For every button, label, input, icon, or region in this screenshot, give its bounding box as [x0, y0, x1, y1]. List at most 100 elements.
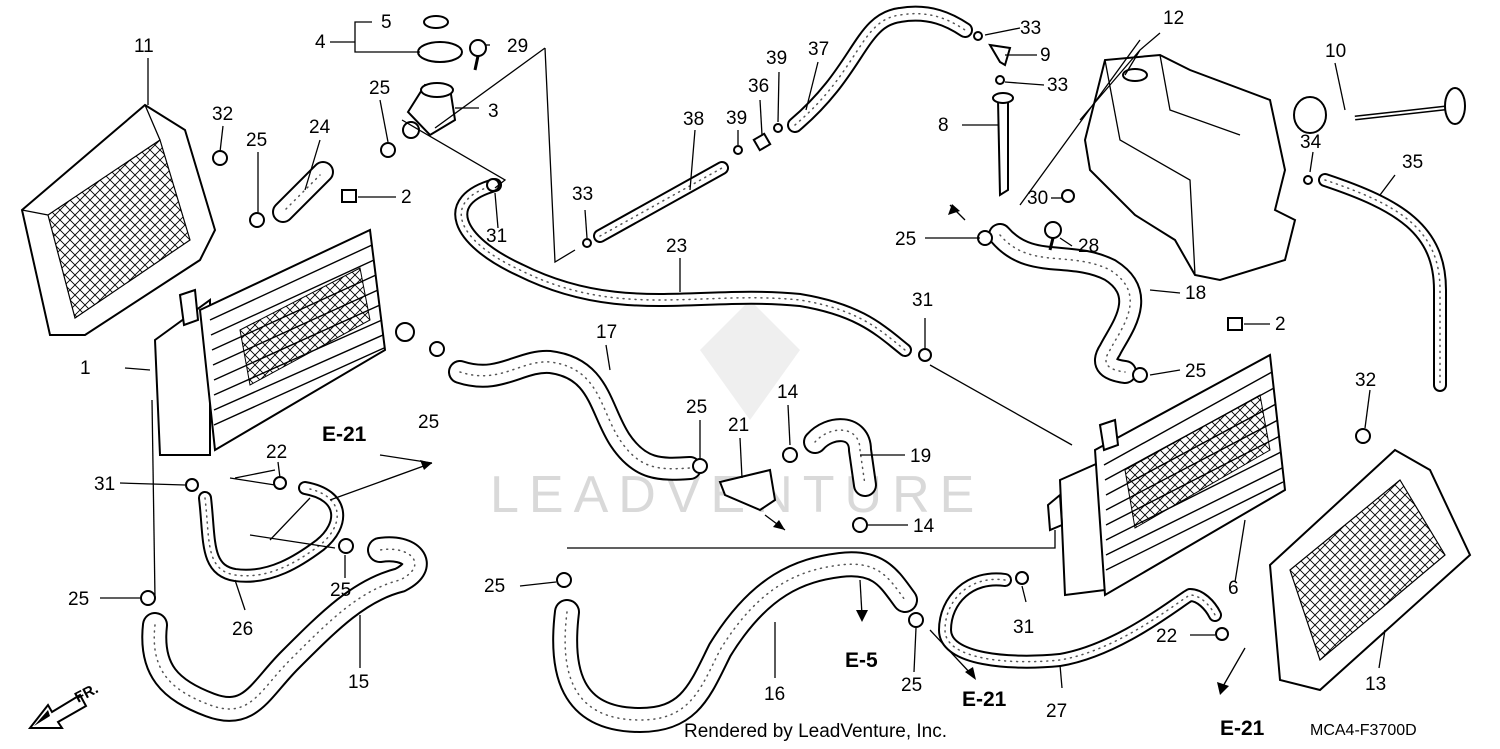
grommet-30[interactable] — [1061, 189, 1075, 203]
callout-25: 25 — [369, 78, 390, 99]
callout-38: 38 — [683, 109, 704, 130]
callout-5: 5 — [381, 12, 392, 33]
joint-21[interactable] — [718, 468, 777, 512]
callout-35: 35 — [1402, 152, 1423, 173]
reference-labels: E-21 E-5 E-21 E-21 — [322, 423, 1265, 740]
clamp-14[interactable] — [782, 447, 798, 463]
left-radiator-grille[interactable] — [20, 103, 217, 336]
hose-23[interactable] — [454, 178, 912, 357]
clamp-22[interactable] — [273, 476, 287, 490]
clamp-25[interactable] — [1132, 367, 1148, 383]
bolt-28[interactable] — [1044, 221, 1062, 251]
callout-21: 21 — [728, 415, 749, 436]
filler-neck[interactable] — [402, 82, 457, 139]
hose-35[interactable] — [1318, 173, 1447, 392]
hose-clamps — [140, 31, 1313, 641]
clamp-25[interactable] — [338, 538, 354, 554]
callout-25: 25 — [68, 589, 89, 610]
bolt-32-right[interactable] — [1355, 428, 1371, 444]
callout-3: 3 — [488, 101, 499, 122]
clamp-33[interactable] — [973, 31, 983, 41]
callout-39: 39 — [726, 108, 747, 129]
callout-22: 22 — [1156, 626, 1177, 647]
callout-29: 29 — [507, 36, 528, 57]
radiator-cap[interactable] — [417, 15, 463, 63]
right-radiator[interactable] — [1046, 353, 1287, 597]
clamp-33[interactable] — [995, 75, 1005, 85]
callout-25: 25 — [330, 580, 351, 601]
hoses — [141, 5, 1447, 733]
bolt-32-left[interactable] — [212, 150, 228, 166]
callout-9: 9 — [1040, 45, 1051, 66]
clamp-25[interactable] — [140, 590, 156, 606]
clamp-22[interactable] — [1215, 627, 1229, 641]
callout-36: 36 — [748, 76, 769, 97]
callout-24: 24 — [309, 117, 331, 138]
clamp-39[interactable] — [733, 145, 743, 155]
callout-6: 6 — [1228, 578, 1239, 599]
callout-34: 34 — [1300, 132, 1322, 153]
callout-25: 25 — [895, 229, 916, 250]
credit-text: Rendered by LeadVenture, Inc. — [684, 721, 947, 742]
clamp-25[interactable] — [692, 458, 708, 474]
clamp-33[interactable] — [582, 238, 592, 248]
callout-25: 25 — [484, 576, 505, 597]
callout-33: 33 — [1047, 75, 1068, 96]
callout-25: 25 — [901, 675, 922, 696]
clamp-31[interactable] — [1015, 571, 1029, 585]
clamp-25[interactable] — [908, 612, 924, 628]
callout-27: 27 — [1046, 701, 1067, 722]
reservoir-tank[interactable] — [1083, 53, 1327, 282]
callout-17: 17 — [596, 322, 617, 343]
callout-22: 22 — [266, 442, 287, 463]
callout-31: 31 — [1013, 617, 1034, 638]
callout-14: 14 — [913, 516, 935, 537]
clamp-14[interactable] — [852, 517, 868, 533]
callout-28: 28 — [1078, 236, 1099, 257]
hose-15[interactable] — [141, 536, 428, 722]
callout-33: 33 — [572, 184, 593, 205]
callout-14: 14 — [777, 382, 799, 403]
hose-26[interactable] — [198, 481, 345, 583]
reference-e21: E-21 — [322, 423, 367, 446]
clamp-31[interactable] — [918, 348, 932, 362]
clamp-34[interactable] — [1303, 175, 1313, 185]
right-radiator-grille[interactable] — [1268, 448, 1472, 692]
hose-18[interactable] — [988, 223, 1143, 384]
callout-16: 16 — [764, 684, 785, 705]
callout-4: 4 — [315, 32, 326, 53]
callout-18: 18 — [1185, 283, 1206, 304]
diagram-code: MCA4-F3700D — [1310, 722, 1417, 739]
bolt-29[interactable] — [469, 39, 487, 71]
clamp-31[interactable] — [486, 178, 500, 192]
clip-2-left[interactable] — [341, 189, 357, 203]
clamp-31[interactable] — [185, 478, 199, 492]
hose-37[interactable] — [787, 5, 973, 133]
clamp-25[interactable] — [977, 230, 993, 246]
clip-2-right[interactable] — [1227, 317, 1243, 331]
hose-16[interactable] — [552, 551, 918, 733]
callout-37: 37 — [808, 39, 829, 60]
callout-33: 33 — [1020, 18, 1041, 39]
hose-24[interactable] — [272, 161, 334, 223]
joint-9[interactable] — [988, 43, 1012, 67]
callout-8: 8 — [938, 115, 949, 136]
front-direction-marker: FR. — [27, 680, 101, 729]
clamp-39[interactable] — [773, 123, 783, 133]
clamp-25[interactable] — [556, 572, 572, 588]
pipe-8[interactable] — [992, 92, 1014, 197]
reservoir-cap-dipstick[interactable] — [1354, 87, 1466, 125]
hose-38[interactable] — [593, 161, 729, 243]
joint-36[interactable] — [752, 132, 772, 152]
left-radiator[interactable] — [153, 228, 415, 456]
hose-17[interactable] — [448, 349, 702, 481]
callout-25: 25 — [686, 397, 707, 418]
clamp-25[interactable] — [429, 341, 445, 357]
callout-31: 31 — [912, 290, 933, 311]
hose-27[interactable] — [938, 572, 1222, 669]
clamp-25[interactable] — [380, 142, 396, 158]
clamp-25[interactable] — [249, 212, 265, 228]
hose-19[interactable] — [803, 418, 877, 497]
callout-31: 31 — [94, 474, 115, 495]
